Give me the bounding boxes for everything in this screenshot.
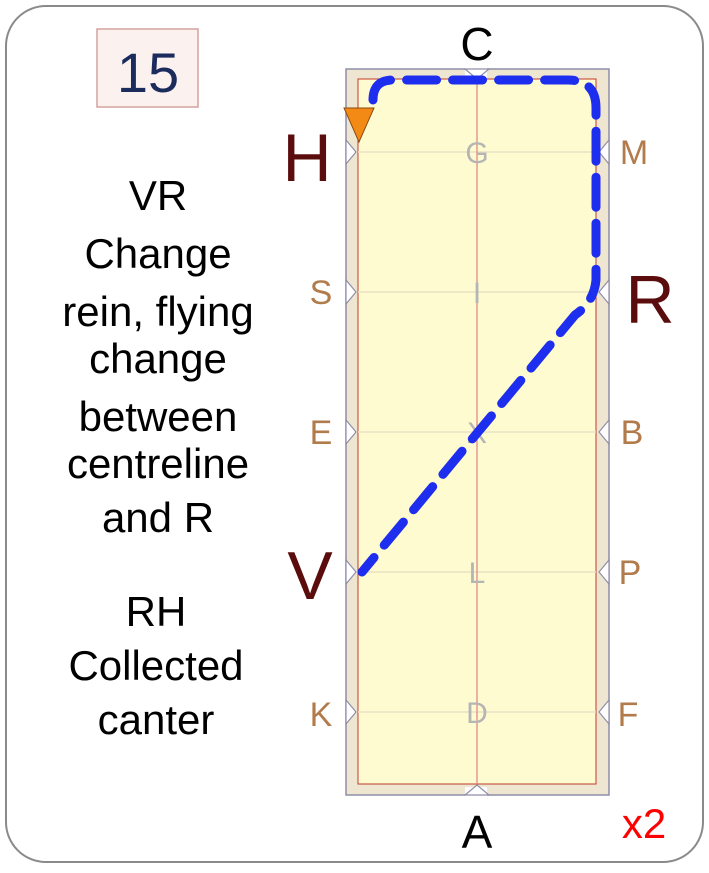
- marker-v: V: [287, 538, 333, 614]
- marker-k: K: [310, 696, 333, 734]
- marker-l: L: [469, 557, 486, 590]
- gait-line: RH: [126, 588, 187, 635]
- marker-d: D: [466, 697, 488, 730]
- marker-h: H: [282, 120, 331, 196]
- marker-e: E: [310, 414, 333, 452]
- description-line: change: [89, 335, 227, 382]
- description-line: and R: [102, 494, 214, 541]
- repeat-count: x2: [622, 800, 666, 847]
- triangle-down-icon: [343, 107, 375, 144]
- movement-description: VR Change rein, flying change between ce…: [62, 172, 253, 541]
- marker-notches: [345, 68, 610, 796]
- movement-number: 15: [117, 41, 179, 104]
- marker-p: P: [619, 554, 642, 592]
- marker-s: S: [310, 274, 333, 312]
- description-line: centreline: [67, 440, 249, 487]
- marker-i: I: [473, 277, 481, 310]
- arena: G I X L D: [343, 66, 610, 799]
- description-line: between: [79, 393, 238, 440]
- marker-b: B: [621, 414, 644, 452]
- marker-g: G: [465, 137, 488, 170]
- gait-description: RH Collected canter: [68, 588, 243, 743]
- description-line: rein, flying: [62, 288, 253, 335]
- marker-m: M: [620, 134, 648, 172]
- movement-path: [357, 75, 601, 577]
- movement-number-box: [96, 28, 199, 108]
- gait-line: canter: [98, 696, 215, 743]
- marker-a: A: [462, 806, 493, 858]
- highlighted-letters: H R V: [282, 120, 674, 614]
- description-line: Change: [84, 230, 231, 277]
- marker-r: R: [625, 262, 674, 338]
- outer-letters: S E K M B P F: [310, 134, 649, 734]
- marker-f: F: [618, 696, 639, 734]
- gait-line: Collected: [68, 642, 243, 689]
- marker-c: C: [460, 18, 493, 70]
- description-line: VR: [129, 172, 187, 219]
